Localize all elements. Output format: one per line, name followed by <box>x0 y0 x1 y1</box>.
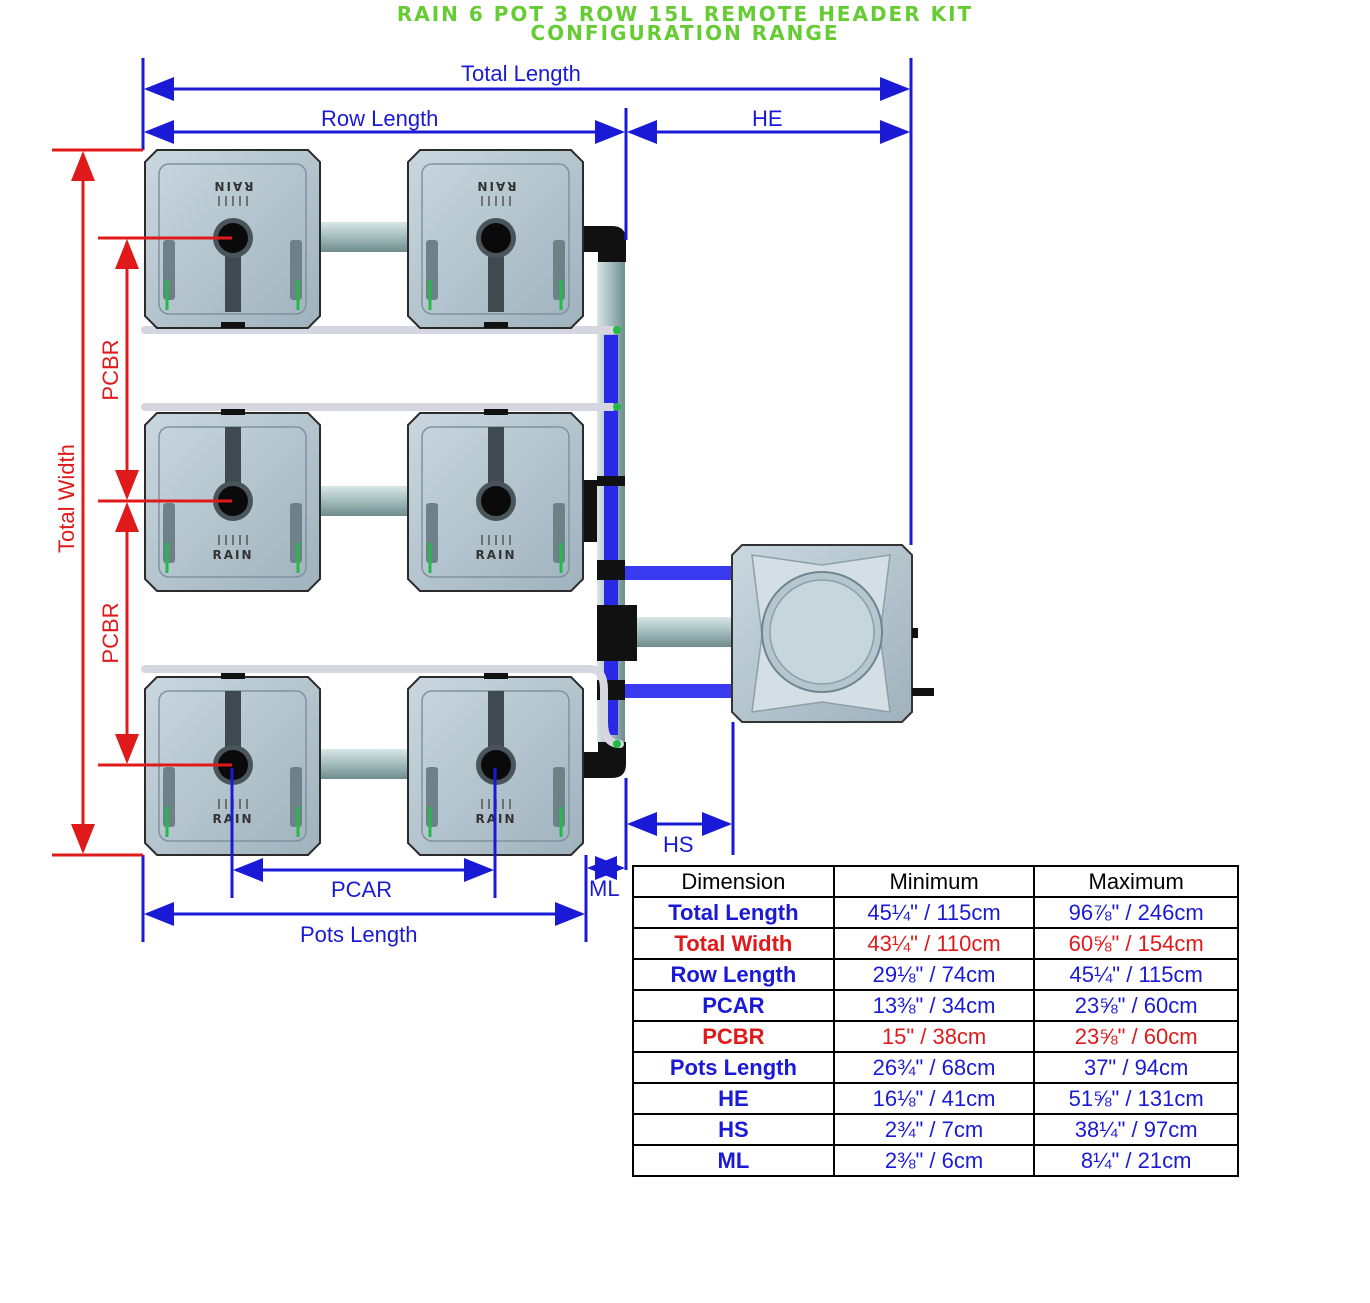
pot: RAIN <box>407 409 584 592</box>
header-maximum: Maximum <box>1033 865 1239 898</box>
pcbr-bottom-label: PCBR <box>98 602 123 664</box>
pot-brand-text: RAIN <box>475 179 516 193</box>
pot-brand-text: RAIN <box>212 548 253 562</box>
header-minimum: Minimum <box>832 865 1036 898</box>
maximum-cell: 45¼" / 115cm <box>1033 958 1239 991</box>
maximum-cell: 51⅝" / 131cm <box>1033 1082 1239 1115</box>
pots-length-label: Pots Length <box>300 922 418 947</box>
irrigation-fittings <box>613 326 621 748</box>
maximum-cell: 37" / 94cm <box>1033 1051 1239 1084</box>
minimum-cell: 2⅜" / 6cm <box>832 1144 1036 1177</box>
header-pipes <box>625 566 735 698</box>
minimum-cell: 13⅜" / 34cm <box>832 989 1036 1022</box>
pot-brand-text: RAIN <box>475 548 516 562</box>
minimum-cell: 16⅛" / 41cm <box>832 1082 1036 1115</box>
irrigation-lines <box>141 326 624 748</box>
diagram-subtitle: CONFIGURATION RANGE <box>530 21 840 45</box>
maximum-cell: 60⅝" / 154cm <box>1033 927 1239 960</box>
total-width-label: Total Width <box>54 444 79 553</box>
manifold <box>597 262 637 742</box>
hs-label: HS <box>663 832 694 857</box>
dimension-lines <box>52 58 913 942</box>
pot-brand-text: RAIN <box>212 179 253 193</box>
dimension-cell: PCAR <box>632 989 835 1022</box>
minimum-cell: 15" / 38cm <box>832 1020 1036 1053</box>
ml-label: ML <box>589 876 620 901</box>
maximum-cell: 38¼" / 97cm <box>1033 1113 1239 1146</box>
pcbr-top-label: PCBR <box>98 339 123 401</box>
diagram-title: RAIN 6 POT 3 ROW 15L REMOTE HEADER KIT <box>396 2 974 26</box>
pot: RAIN <box>407 149 584 329</box>
row-length-label: Row Length <box>321 106 439 131</box>
minimum-cell: 45¼" / 115cm <box>832 896 1036 929</box>
pot: RAIN <box>144 673 321 856</box>
dimension-cell: Total Width <box>632 927 835 960</box>
pots: RAINRAINRAINRAINRAINRAIN <box>144 149 584 856</box>
dimension-cell: HS <box>632 1113 835 1146</box>
maximum-cell: 8¼" / 21cm <box>1033 1144 1239 1177</box>
total-length-label: Total Length <box>461 61 581 86</box>
he-label: HE <box>752 106 783 131</box>
dimension-cell: HE <box>632 1082 835 1115</box>
dimension-cell: PCBR <box>632 1020 835 1053</box>
header-dimension: Dimension <box>632 865 835 898</box>
minimum-cell: 2¾" / 7cm <box>832 1113 1036 1146</box>
minimum-cell: 29⅛" / 74cm <box>832 958 1036 991</box>
dimension-cell: Pots Length <box>632 1051 835 1084</box>
minimum-cell: 43¼" / 110cm <box>832 927 1036 960</box>
maximum-cell: 23⅝" / 60cm <box>1033 989 1239 1022</box>
minimum-cell: 26¾" / 68cm <box>832 1051 1036 1084</box>
maximum-cell: 96⅞" / 246cm <box>1033 896 1239 929</box>
pcar-label: PCAR <box>331 877 393 902</box>
table-header-row: Dimension Minimum Maximum <box>632 865 1239 898</box>
dimension-cell: Total Length <box>632 896 835 929</box>
pot: RAIN <box>144 409 321 592</box>
row-pipes <box>320 222 408 779</box>
dimension-cell: Row Length <box>632 958 835 991</box>
dimension-cell: ML <box>632 1144 835 1177</box>
header-tank <box>731 544 934 723</box>
maximum-cell: 23⅝" / 60cm <box>1033 1020 1239 1053</box>
pot: RAIN <box>144 149 321 329</box>
